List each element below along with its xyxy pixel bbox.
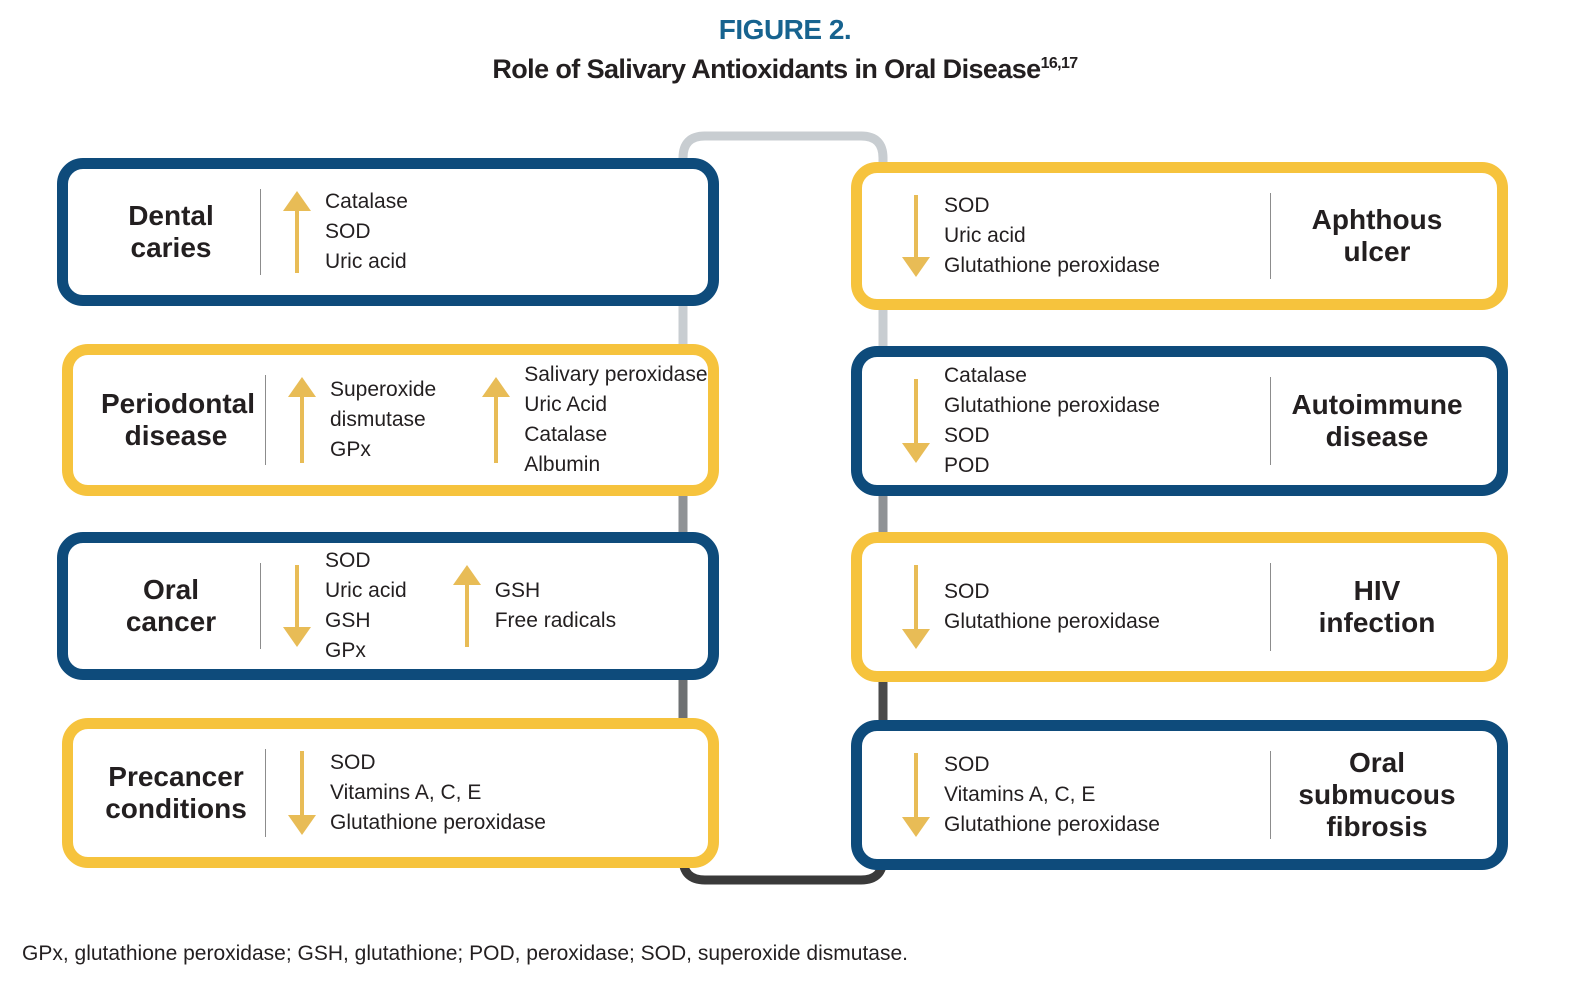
list-item: GPx bbox=[325, 638, 366, 662]
arrow-down-icon bbox=[288, 751, 316, 835]
figure-footnote: GPx, glutathione peroxidase; GSH, glutat… bbox=[22, 942, 908, 965]
divider-rule bbox=[1270, 193, 1271, 279]
divider-rule bbox=[260, 189, 261, 275]
list-item: SOD bbox=[330, 751, 376, 775]
content-precancer-conditions: SOD Vitamins A, C, E Glutathione peroxid… bbox=[266, 745, 694, 841]
content-aphthous-ulcer: SOD Uric acid Glutathione peroxidase bbox=[876, 189, 1270, 283]
arrow-group: SOD Uric acid GSH GPx bbox=[261, 549, 407, 662]
arrow-down-icon bbox=[902, 195, 930, 277]
list-item: Vitamins A, C, E bbox=[330, 781, 482, 805]
item-list: Superoxide dismutase GPx bbox=[316, 371, 436, 469]
arrow-group: Salivary peroxidase Uric Acid Catalase A… bbox=[436, 363, 708, 476]
list-item: Catalase bbox=[524, 423, 608, 446]
item-list: Catalase SOD Uric acid bbox=[311, 185, 408, 279]
divider-rule bbox=[265, 375, 266, 465]
divider-rule bbox=[265, 749, 266, 837]
box-aphthous-ulcer[interactable]: SOD Uric acid Glutathione peroxidase Aph… bbox=[851, 162, 1508, 310]
arrow-group: Superoxide dismutase GPx bbox=[266, 371, 436, 469]
item-list: SOD Vitamins A, C, E Glutathione peroxid… bbox=[930, 747, 1160, 843]
figure-title: Role of Salivary Antioxidants in Oral Di… bbox=[0, 54, 1570, 85]
list-item: Glutathione peroxidase bbox=[944, 394, 1160, 418]
arrow-group: SOD Vitamins A, C, E Glutathione peroxid… bbox=[266, 745, 546, 841]
content-dental-caries: Catalase SOD Uric acid bbox=[261, 185, 694, 279]
box-oral-submucous-fibrosis[interactable]: SOD Vitamins A, C, E Glutathione peroxid… bbox=[851, 720, 1508, 870]
arrow-group: SOD Glutathione peroxidase bbox=[880, 559, 1160, 655]
figure-title-text: Role of Salivary Antioxidants in Oral Di… bbox=[492, 54, 1041, 84]
list-item: Uric acid bbox=[944, 224, 1026, 248]
list-item: Albumin bbox=[524, 452, 601, 476]
arrow-up-icon bbox=[452, 565, 481, 647]
list-item: Uric acid bbox=[325, 249, 407, 273]
arrow-group: Catalase Glutathione peroxidase SOD POD bbox=[880, 364, 1160, 477]
list-item: Superoxide bbox=[330, 378, 437, 402]
list-item: POD bbox=[944, 453, 990, 477]
content-hiv-infection: SOD Glutathione peroxidase bbox=[876, 559, 1270, 655]
list-item: Catalase bbox=[325, 190, 408, 214]
item-list: SOD Vitamins A, C, E Glutathione peroxid… bbox=[316, 745, 546, 841]
list-item: GSH bbox=[494, 579, 541, 603]
arrow-up-icon bbox=[482, 377, 511, 463]
content-oral-submucous-fibrosis: SOD Vitamins A, C, E Glutathione peroxid… bbox=[876, 747, 1270, 843]
divider-rule bbox=[1270, 751, 1271, 839]
list-item: SOD bbox=[944, 194, 990, 218]
list-item: Catalase bbox=[944, 364, 1027, 388]
list-item: Salivary peroxidase bbox=[524, 363, 708, 387]
list-item: dismutase bbox=[330, 408, 426, 432]
item-list: SOD Uric acid Glutathione peroxidase bbox=[930, 189, 1160, 283]
arrow-down-icon bbox=[283, 565, 311, 647]
list-item: Glutathione peroxidase bbox=[330, 810, 546, 834]
content-periodontal-disease: Superoxide dismutase GPx Salivary peroxi… bbox=[266, 363, 708, 476]
figure-title-superscript: 16,17 bbox=[1040, 55, 1079, 72]
item-list: Salivary peroxidase Uric Acid Catalase A… bbox=[510, 363, 707, 475]
list-item: GSH bbox=[325, 609, 371, 632]
item-list: GSH Free radicals bbox=[481, 559, 616, 653]
list-item: SOD bbox=[944, 580, 990, 604]
box-autoimmune-disease[interactable]: Catalase Glutathione peroxidase SOD POD … bbox=[851, 346, 1508, 496]
list-item: Uric Acid bbox=[524, 393, 608, 417]
arrow-down-icon bbox=[902, 379, 930, 463]
list-item: Uric acid bbox=[325, 579, 407, 603]
list-item: Glutathione peroxidase bbox=[944, 610, 1160, 633]
item-list: SOD Glutathione peroxidase bbox=[930, 559, 1160, 655]
list-item: SOD bbox=[944, 753, 990, 777]
divider-rule bbox=[1270, 377, 1271, 465]
divider-rule bbox=[260, 563, 261, 649]
list-item: SOD bbox=[325, 220, 371, 244]
arrow-up-icon bbox=[283, 191, 311, 273]
arrow-up-icon bbox=[288, 377, 316, 463]
list-item: SOD bbox=[325, 549, 371, 573]
divider-rule bbox=[1270, 563, 1271, 651]
item-list: Catalase Glutathione peroxidase SOD POD bbox=[930, 364, 1160, 476]
list-item: Free radicals bbox=[494, 609, 617, 632]
content-oral-cancer: SOD Uric acid GSH GPx GSH Free radicals bbox=[261, 549, 694, 662]
list-item: Glutathione peroxidase bbox=[944, 253, 1160, 277]
arrow-group: SOD Uric acid Glutathione peroxidase bbox=[880, 189, 1160, 283]
arrow-group: Catalase SOD Uric acid bbox=[261, 185, 408, 279]
arrow-down-icon bbox=[902, 753, 930, 837]
list-item: SOD bbox=[944, 424, 990, 447]
list-item: Vitamins A, C, E bbox=[944, 783, 1096, 807]
list-item: Glutathione peroxidase bbox=[944, 812, 1160, 836]
arrow-down-icon bbox=[902, 565, 930, 649]
arrow-group: GSH Free radicals bbox=[407, 559, 616, 653]
figure-number: FIGURE 2. bbox=[718, 14, 852, 45]
list-item: GPx bbox=[330, 437, 371, 461]
item-list: SOD Uric acid GSH GPx bbox=[311, 549, 407, 661]
arrow-group: SOD Vitamins A, C, E Glutathione peroxid… bbox=[880, 747, 1160, 843]
content-autoimmune-disease: Catalase Glutathione peroxidase SOD POD bbox=[876, 364, 1270, 477]
